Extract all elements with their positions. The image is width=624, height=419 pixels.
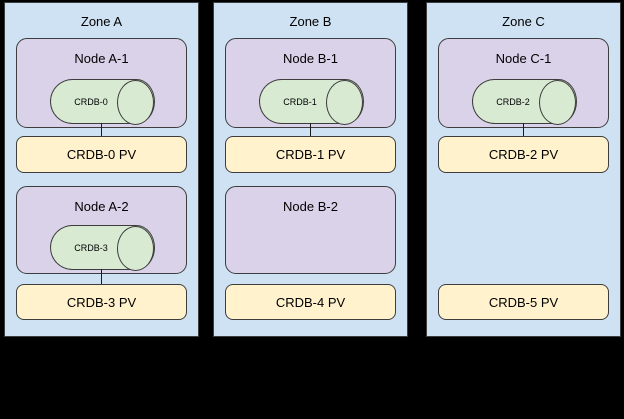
crdb-3-label: CRDB-3 — [74, 243, 108, 253]
crdb-0-pv-label: CRDB-0 PV — [66, 147, 137, 162]
crdb-2-cylinder: CRDB-2 — [472, 79, 577, 125]
node-a1: Node A-1 CRDB-0 — [16, 38, 187, 128]
node-c1: Node C-1 CRDB-2 — [438, 38, 609, 128]
zone-c-label: Zone C — [502, 14, 545, 29]
crdb-0-label: CRDB-0 — [74, 97, 108, 107]
cylinder-cap — [326, 80, 363, 125]
crdb-3-pv-label: CRDB-3 PV — [66, 294, 137, 310]
zone-b-label: Zone B — [289, 14, 332, 29]
zone-a: Zone A Node A-1 CRDB-0 CRDB-0 PV Node A-… — [4, 2, 199, 337]
crdb-0-cylinder: CRDB-0 — [50, 79, 155, 125]
crdb-1-cylinder: CRDB-1 — [259, 79, 364, 125]
node-a1-label: Node A-1 — [74, 51, 129, 66]
node-b2: Node B-2 — [225, 186, 396, 274]
node-a2: Node A-2 CRDB-3 — [16, 186, 187, 274]
connector-line — [101, 269, 102, 284]
node-a2-label: Node A-2 — [74, 199, 129, 214]
crdb-4-pv-box: CRDB-4 PV — [225, 284, 396, 320]
connector-line — [523, 123, 524, 136]
crdb-1-pv-box: CRDB-1 PV — [225, 136, 396, 173]
crdb-3-pv-box: CRDB-3 PV — [16, 284, 187, 320]
connector-line — [101, 123, 102, 136]
crdb-2-label: CRDB-2 — [496, 97, 530, 107]
crdb-0-pv-box: CRDB-0 PV — [16, 136, 187, 173]
cylinder-cap — [117, 80, 154, 125]
cylinder-cap — [117, 226, 154, 271]
zone-b: Zone B Node B-1 CRDB-1 CRDB-1 PV Node B-… — [213, 2, 408, 337]
crdb-2-pv-label: CRDB-2 PV — [488, 147, 559, 162]
node-b1-label: Node B-1 — [283, 51, 338, 66]
node-c1-label: Node C-1 — [495, 51, 552, 66]
crdb-2-pv-box: CRDB-2 PV — [438, 136, 609, 173]
zone-a-label: Zone A — [80, 14, 123, 29]
cylinder-cap — [539, 80, 576, 125]
crdb-4-pv-label: CRDB-4 PV — [275, 294, 346, 310]
crdb-5-pv-label: CRDB-5 PV — [488, 294, 559, 310]
node-b1: Node B-1 CRDB-1 — [225, 38, 396, 128]
node-b2-label: Node B-2 — [283, 199, 338, 214]
crdb-5-pv-box: CRDB-5 PV — [438, 284, 609, 320]
crdb-1-pv-label: CRDB-1 PV — [275, 147, 346, 162]
zone-c: Zone C Node C-1 CRDB-2 CRDB-2 PV CRDB-5 … — [426, 2, 621, 337]
connector-line — [310, 123, 311, 136]
crdb-1-label: CRDB-1 — [283, 97, 317, 107]
crdb-3-cylinder: CRDB-3 — [50, 225, 155, 271]
